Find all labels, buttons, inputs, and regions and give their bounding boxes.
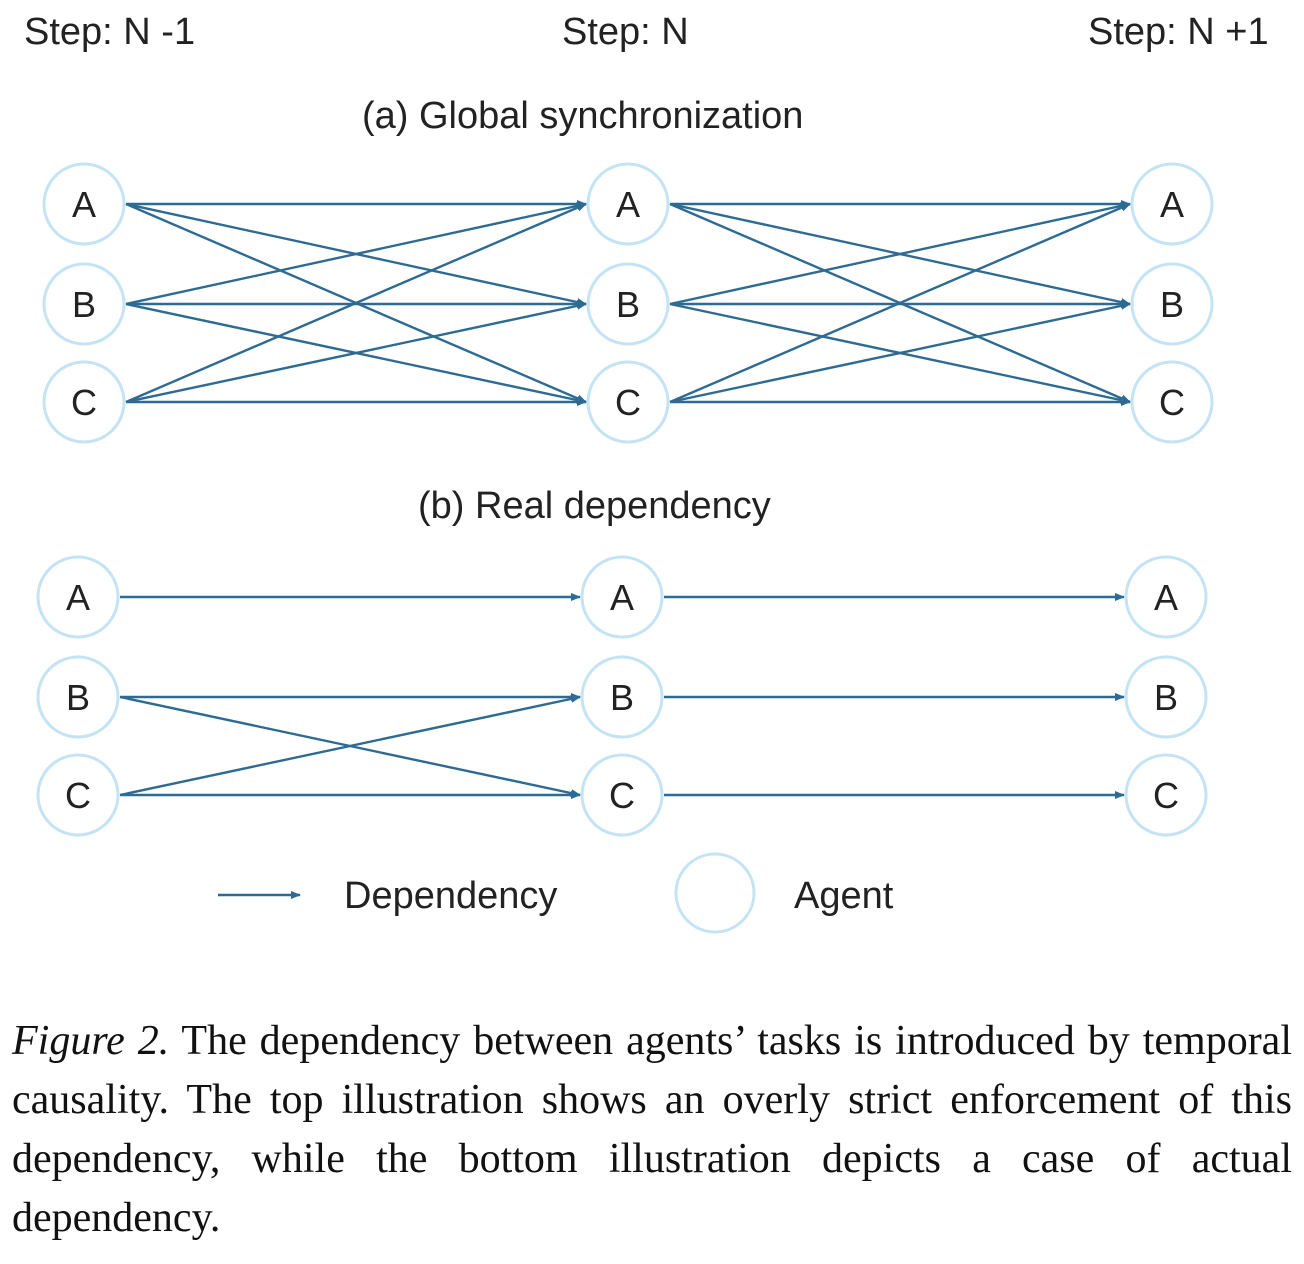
agent-circle [1130,262,1214,346]
agent-circle [42,162,126,246]
agent-circle [580,753,664,837]
real-dependency-agent-b-step-1: B [580,655,664,739]
global-sync-agent-b-step-0: B [42,262,126,346]
panel-title-real-dependency: (b) Real dependency [418,485,771,527]
real-dependency-agents: A B C A B C A B C [36,555,1208,837]
agent-label: A [66,577,90,618]
real-dependency-agent-a-step-2: A [1124,555,1208,639]
global-sync-agent-a-step-1: A [586,162,670,246]
real-dependency-agent-b-step-0: B [36,655,120,739]
agent-circle [586,162,670,246]
global-sync-agent-a-step-0: A [42,162,126,246]
real-dependency-agent-c-step-2: C [1124,753,1208,837]
agent-circle [580,655,664,739]
agent-label: A [1154,577,1178,618]
agent-circle [36,655,120,739]
agent-circle [36,753,120,837]
real-dependency-agent-c-step-1: C [580,753,664,837]
agent-circle [1124,753,1208,837]
agent-label: B [1154,677,1178,718]
legend-agent-label: Agent [794,875,894,917]
step-label-current: Step: N [562,11,689,53]
caption-text: The dependency between agents’ tasks is … [12,1018,1292,1241]
real-dependency-agent-b-step-2: B [1124,655,1208,739]
global-sync-edge-c-to-a-step-0 [125,202,587,404]
global-sync-agent-a-step-2: A [1130,162,1214,246]
agent-circle [1124,555,1208,639]
agent-circle [586,262,670,346]
real-dependency-agent-c-step-0: C [36,753,120,837]
agent-label: C [1153,775,1179,816]
real-dependency-edge-c-to-b-step-0 [119,694,581,797]
agent-label: B [72,284,96,325]
legend-agent-circle [674,852,756,934]
agent-label: C [609,775,635,816]
agent-circle [1130,360,1214,444]
legend-dependency-label: Dependency [344,875,557,917]
agent-label: A [616,184,640,225]
global-sync-agent-b-step-2: B [1130,262,1214,346]
global-sync-edge-b-to-a-step-1 [669,202,1131,306]
real-dependency-agent-a-step-0: A [36,555,120,639]
agent-label: B [610,677,634,718]
caption-label: Figure 2. [12,1018,170,1064]
agent-label: C [71,382,97,423]
agent-label: B [1160,284,1184,325]
agent-label: A [1160,184,1184,225]
agent-circle [586,360,670,444]
agent-circle [42,360,126,444]
agent-label: C [65,775,91,816]
agent-circle [1130,162,1214,246]
agent-circle [36,555,120,639]
step-label-prev: Step: N -1 [24,11,195,53]
global-sync-edge-c-to-b-step-1 [669,301,1131,404]
global-sync-edge-c-to-b-step-0 [125,301,587,404]
global-sync-edges [125,200,1131,406]
step-label-next: Step: N +1 [1088,11,1269,53]
agent-label: C [615,382,641,423]
agent-label: A [72,184,96,225]
dependency-diagram: Step: N -1 Step: N Step: N +1 (a) Global… [24,11,1269,934]
agent-circle [580,555,664,639]
agent-label: A [610,577,634,618]
agent-circle [1124,655,1208,739]
global-sync-agent-c-step-1: C [586,360,670,444]
figure-caption: Figure 2. The dependency between agents’… [12,1012,1292,1248]
panel-title-global-sync: (a) Global synchronization [362,95,803,137]
legend: Dependency Agent [218,852,894,934]
agent-circle [42,262,126,346]
global-sync-edge-c-to-a-step-1 [669,202,1131,404]
global-sync-edge-b-to-a-step-0 [125,202,587,306]
global-sync-agents: A B C A B C A B C [42,162,1214,444]
agent-label: B [616,284,640,325]
agent-label: C [1159,382,1185,423]
global-sync-agent-c-step-0: C [42,360,126,444]
global-sync-agent-c-step-2: C [1130,360,1214,444]
global-sync-agent-b-step-1: B [586,262,670,346]
real-dependency-edges [119,593,1125,799]
agent-label: B [66,677,90,718]
real-dependency-agent-a-step-1: A [580,555,664,639]
